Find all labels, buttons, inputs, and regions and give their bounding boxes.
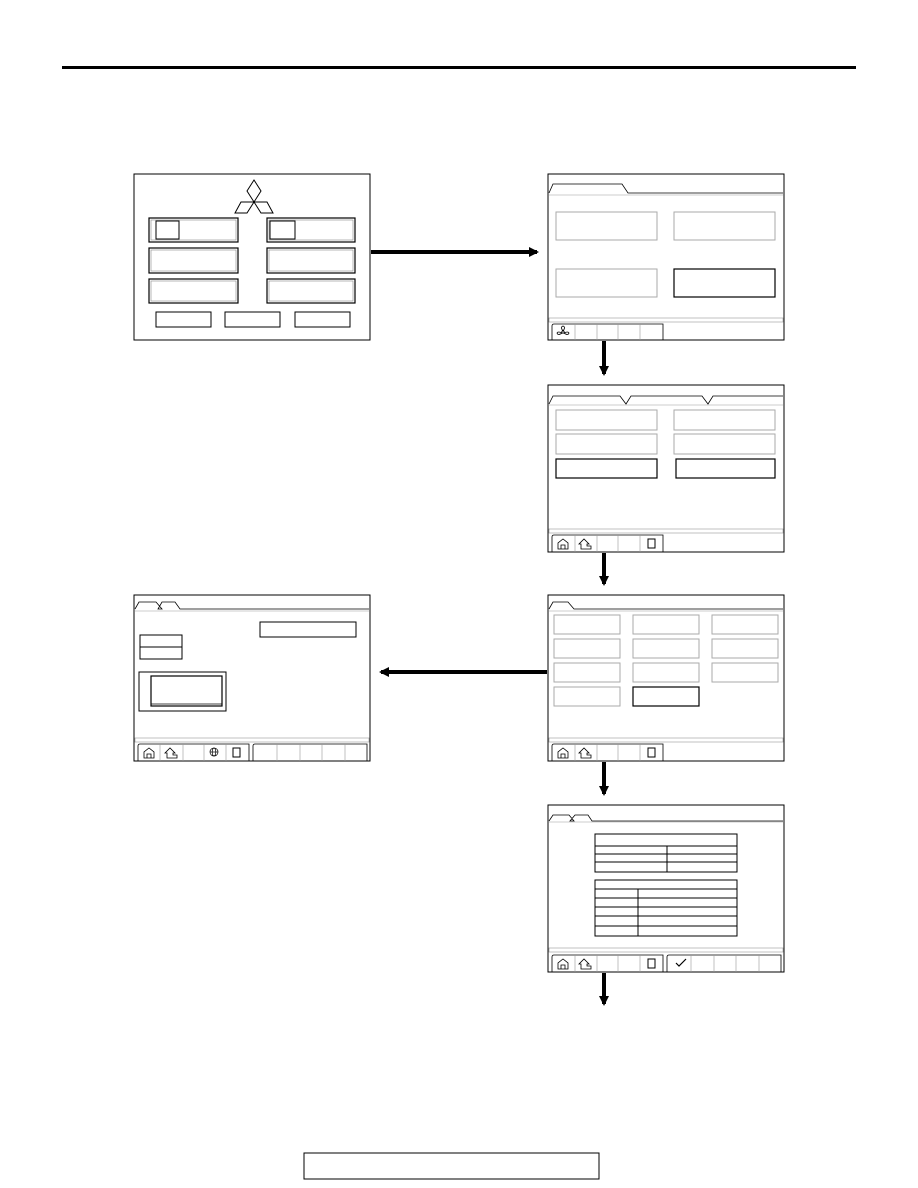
function-button[interactable] [632, 662, 700, 683]
function-menu-screen [547, 594, 785, 762]
print-icon[interactable] [232, 747, 241, 758]
result-panel [138, 671, 227, 712]
function-button[interactable] [553, 614, 621, 635]
detail-table [594, 879, 738, 937]
function-button[interactable] [711, 638, 779, 659]
check-icon[interactable] [675, 958, 687, 967]
system-button[interactable] [555, 268, 658, 298]
toolbar [551, 954, 782, 972]
detail-screen [133, 594, 371, 762]
print-icon[interactable] [647, 747, 656, 758]
start-screen [133, 173, 371, 341]
function-button-selected[interactable] [632, 686, 700, 707]
fan-icon[interactable] [556, 325, 570, 335]
start-menu-button[interactable] [148, 247, 239, 274]
house-icon[interactable] [557, 958, 569, 970]
house-icon[interactable] [557, 747, 569, 759]
start-bottom-button[interactable] [224, 311, 281, 328]
footer-text [304, 1153, 599, 1179]
sub-menu-screen [547, 384, 785, 553]
sub-menu-button[interactable] [555, 409, 658, 431]
sub-menu-button-selected[interactable] [555, 458, 658, 479]
function-button[interactable] [553, 662, 621, 683]
up-arrow-icon[interactable] [578, 958, 592, 970]
function-button[interactable] [711, 662, 779, 683]
house-icon[interactable] [143, 747, 155, 759]
sub-menu-button[interactable] [673, 409, 776, 431]
toolbar [551, 534, 664, 552]
start-menu-button[interactable] [266, 247, 356, 274]
function-button[interactable] [553, 686, 621, 707]
toolbar [551, 743, 664, 761]
toolbar [551, 323, 664, 340]
house-icon[interactable] [557, 538, 569, 550]
function-button[interactable] [632, 638, 700, 659]
toolbar [137, 743, 368, 761]
start-menu-button[interactable] [148, 217, 239, 243]
globe-icon[interactable] [209, 747, 219, 757]
footer-box [303, 1152, 600, 1180]
summary-table [594, 833, 738, 873]
function-button[interactable] [711, 614, 779, 635]
system-button[interactable] [673, 211, 776, 241]
value-field [139, 646, 183, 660]
print-icon[interactable] [647, 538, 656, 549]
start-menu-button[interactable] [148, 278, 239, 304]
mitsubishi-logo [234, 179, 274, 214]
up-arrow-icon[interactable] [578, 747, 592, 759]
value-field [139, 634, 183, 648]
print-icon[interactable] [647, 958, 656, 969]
up-arrow-icon[interactable] [164, 747, 178, 759]
function-button[interactable] [553, 638, 621, 659]
system-button-selected[interactable] [673, 268, 776, 298]
start-bottom-button[interactable] [294, 311, 351, 328]
start-bottom-button[interactable] [155, 311, 212, 328]
system-select-screen [547, 173, 785, 341]
system-button[interactable] [555, 211, 658, 241]
up-arrow-icon[interactable] [578, 538, 592, 550]
start-menu-button[interactable] [266, 217, 356, 243]
data-table-screen [547, 804, 785, 973]
info-field [259, 621, 357, 638]
function-button[interactable] [632, 614, 700, 635]
sub-menu-button-selected[interactable] [675, 458, 776, 479]
sub-menu-button[interactable] [555, 433, 658, 455]
start-menu-button[interactable] [266, 278, 356, 304]
sub-menu-button[interactable] [673, 433, 776, 455]
